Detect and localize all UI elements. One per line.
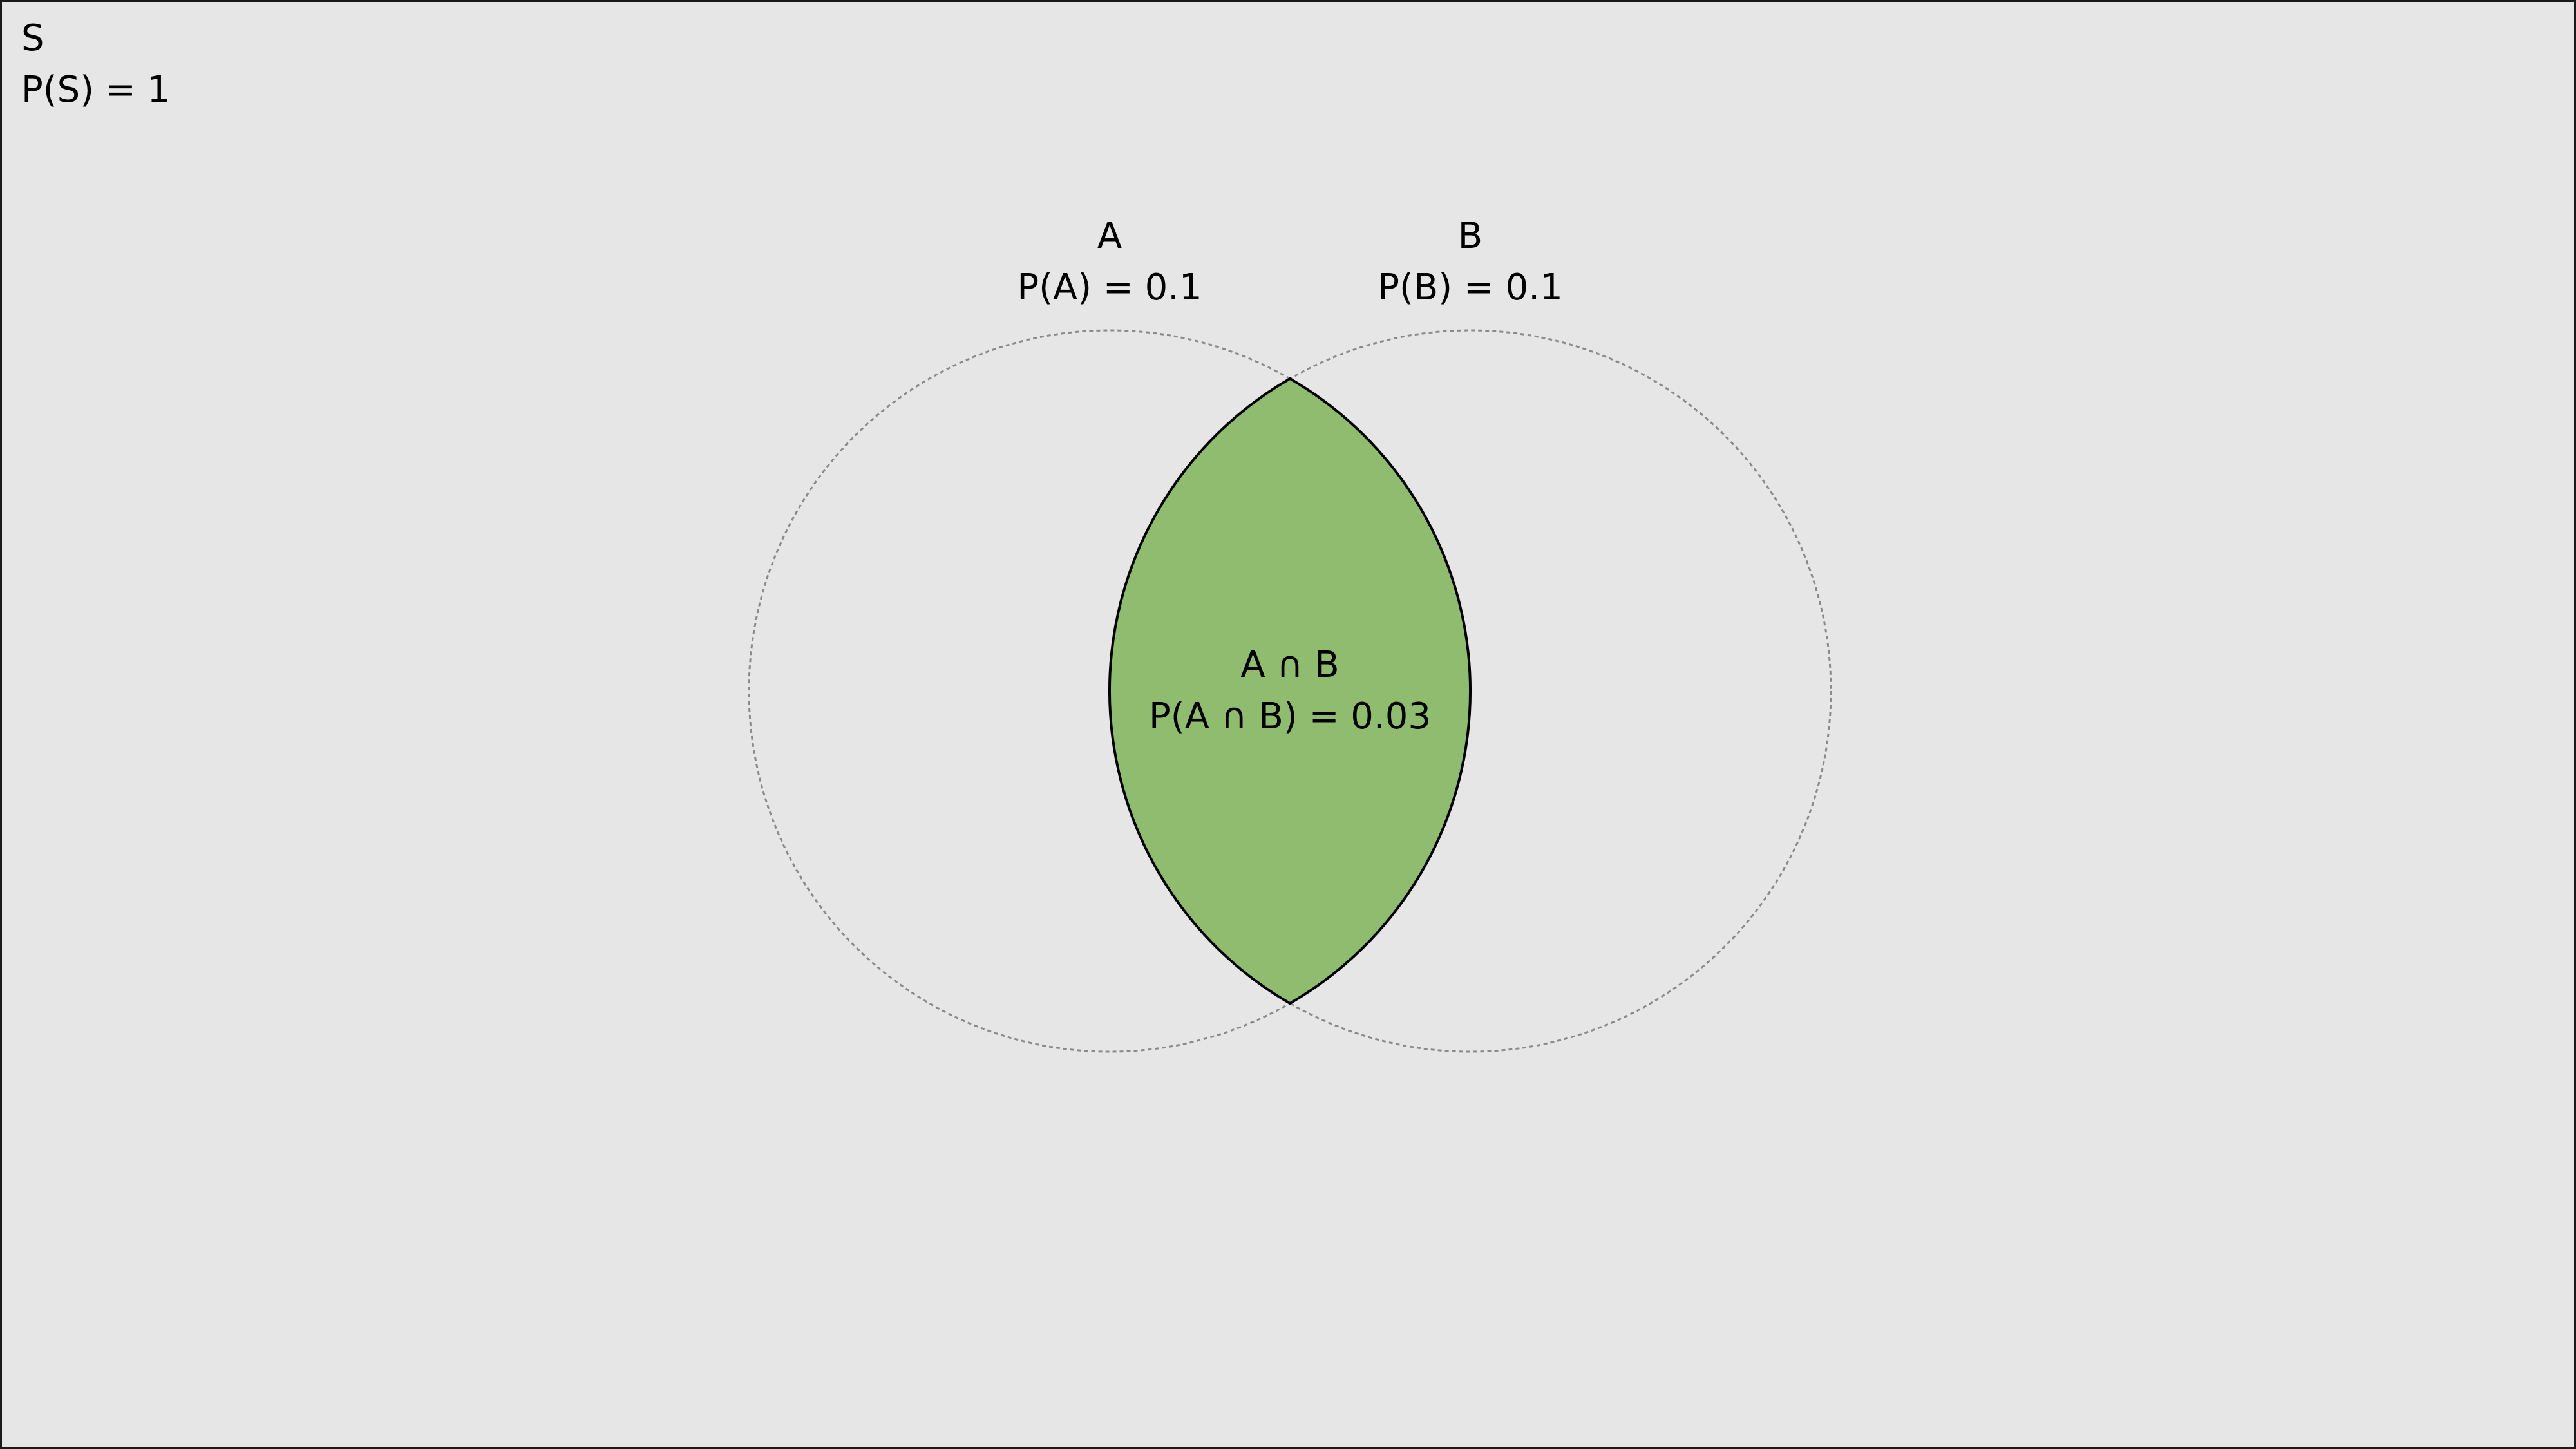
intersection-outline xyxy=(1108,377,1472,1005)
universe-probability: P(S) = 1 xyxy=(21,69,170,111)
intersection-name: A ∩ B xyxy=(1240,644,1339,686)
universe-name: S xyxy=(21,17,44,59)
set-b-probability: P(B) = 0.1 xyxy=(1378,267,1562,308)
set-a-probability: P(A) = 0.1 xyxy=(1017,267,1202,308)
set-b-name: B xyxy=(1458,215,1482,257)
intersection-probability: P(A ∩ B) = 0.03 xyxy=(1149,696,1431,737)
set-a-name: A xyxy=(1097,215,1122,257)
intersection-region xyxy=(1110,330,1470,1052)
set-b-circle xyxy=(1108,329,1832,1053)
